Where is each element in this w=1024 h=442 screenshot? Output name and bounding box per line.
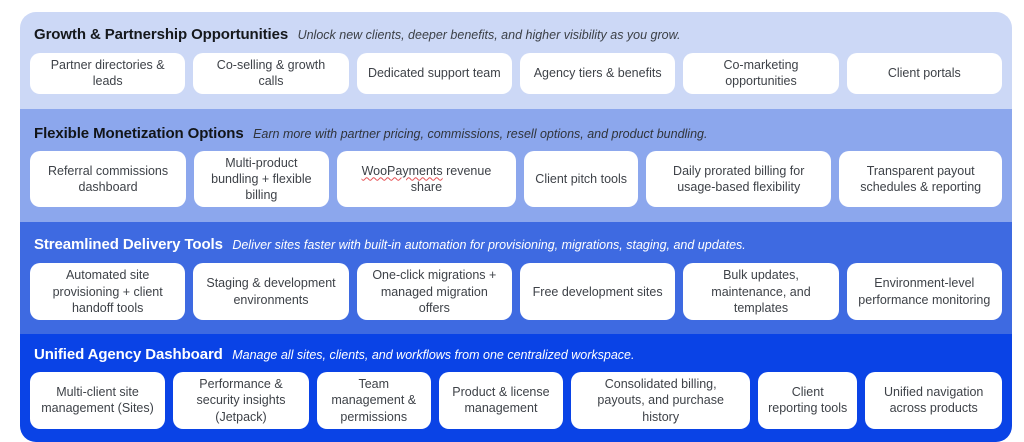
feature-card-label: Product & license management [452,385,550,416]
feature-cards-row: Referral commissions dashboard Multi-prod… [30,150,1002,208]
feature-card: Team management & permissions [316,372,431,429]
section-subtitle: Earn more with partner pricing, commissi… [253,126,708,141]
section-streamlined-delivery: Streamlined Delivery Tools Deliver sites… [20,222,1012,334]
feature-card: Unified navigation across products [865,372,1003,429]
feature-card: Bulk updates, maintenance, and templates [683,263,839,320]
feature-cards-row: Partner directories & leads Co-selling & … [30,53,1002,94]
feature-card-label: Co-selling & growth calls [216,58,326,89]
section-subtitle: Manage all sites, clients, and workflows… [232,348,635,362]
feature-card: Automated site provisioning + client han… [30,263,186,320]
feature-card: Environment-level performance monitoring [846,263,1002,320]
section-flexible-monetization: Flexible Monetization Options Earn more … [20,108,1012,223]
feature-card-label: Daily prorated billing for usage-based f… [673,163,805,194]
section-growth-partnership: Growth & Partnership Opportunities Unloc… [20,12,1012,109]
feature-card-label: Partner directories & leads [50,58,165,89]
feature-card-label: Team management & permissions [331,377,417,424]
feature-card: Free development sites [519,263,676,320]
section-header: Unified Agency Dashboard Manage all site… [30,346,1002,364]
feature-card-label: Performance & security insights (Jetpack… [196,377,286,424]
feature-card-label: Referral commissions dashboard [47,163,169,194]
feature-card: Staging & development environments [193,263,349,320]
feature-cards-row: Multi-client site management (Sites) Perf… [30,372,1003,429]
feature-card-label: Environment-level performance monitoring [858,276,991,307]
feature-card: Client portals [846,53,1002,94]
feature-card-label: Client reporting tools [768,385,848,416]
feature-card: Consolidated billing, payouts, and purch… [571,372,751,429]
section-header: Flexible Monetization Options Earn more … [30,125,1002,143]
feature-card-label: Dedicated support team [367,66,501,81]
feature-card: Dedicated support team [356,53,512,94]
feature-card-label: Consolidated billing, payouts, and purch… [597,377,724,424]
feature-card-label: Multi-client site management (Sites) [41,385,154,416]
section-title: Flexible Monetization Options [34,124,244,142]
feature-card: Performance & security insights (Jetpack… [173,372,309,429]
feature-card-label: Multi-product bundling + flexible billin… [211,155,312,203]
feature-card: Multi-product bundling + flexible billin… [194,150,329,208]
section-title: Unified Agency Dashboard [34,346,223,363]
section-unified-dashboard: Unified Agency Dashboard Manage all site… [20,334,1012,442]
feature-card: Partner directories & leads [30,53,186,94]
feature-card: Referral commissions dashboard [30,150,187,208]
feature-card-label: Unified navigation across products [884,385,984,416]
spellcheck-underlined-text: WooPayments [361,163,443,178]
section-title: Growth & Partnership Opportunities [34,26,289,43]
section-header: Growth & Partnership Opportunities Unloc… [30,26,1002,44]
feature-card: Daily prorated billing for usage-based f… [646,150,832,208]
feature-card: Multi-client site management (Sites) [30,372,166,429]
feature-card-label: Client pitch tools [535,171,628,186]
feature-card: Transparent payout schedules & reporting [839,150,1002,208]
section-header: Streamlined Delivery Tools Deliver sites… [30,236,1002,254]
feature-cards-row: Automated site provisioning + client han… [30,263,1002,320]
feature-card: Client pitch tools [524,150,639,208]
section-subtitle: Unlock new clients, deeper benefits, and… [297,28,681,42]
feature-card-label: Client portals [887,66,961,81]
agency-features-board: Growth & Partnership Opportunities Unloc… [20,12,1012,442]
feature-card-label: Staging & development environments [206,276,336,307]
feature-card-label: One-click migrations + managed migration… [372,268,497,315]
feature-card-label: Co-marketing opportunities [723,58,799,89]
feature-card: Client reporting tools [758,372,858,429]
feature-card: Product & license management [438,372,564,429]
feature-card: One-click migrations + managed migration… [356,263,512,320]
section-subtitle: Deliver sites faster with built-in autom… [232,238,746,253]
feature-card-label: Transparent payout schedules & reporting [860,163,982,194]
feature-card-label: WooPayments revenue share [361,163,492,194]
feature-card: Co-marketing opportunities [683,53,839,94]
section-title: Streamlined Delivery Tools [34,236,223,254]
feature-card-label: Automated site provisioning + client han… [52,268,163,315]
feature-card-label: Bulk updates, maintenance, and templates [711,268,811,315]
feature-card-label: Agency tiers & benefits [533,66,662,81]
feature-card: Agency tiers & benefits [519,53,676,94]
feature-card: WooPayments revenue share [336,150,517,208]
feature-card-label: Free development sites [532,284,663,299]
feature-card: Co-selling & growth calls [193,53,349,94]
